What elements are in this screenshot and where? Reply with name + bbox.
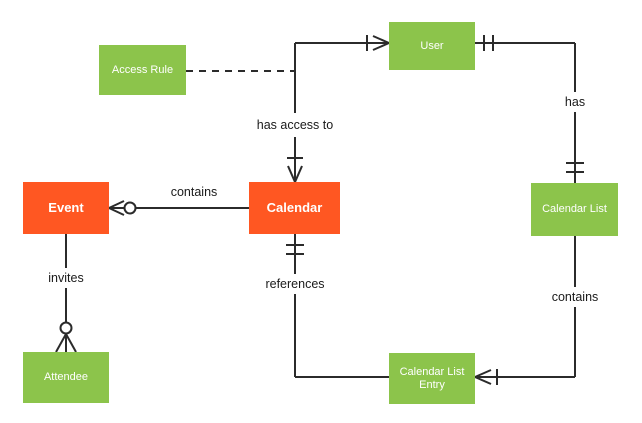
entity-access-rule[interactable]: Access Rule: [99, 45, 186, 95]
entity-calendar-list-entry[interactable]: Calendar List Entry: [389, 353, 475, 404]
entity-calendar[interactable]: Calendar: [249, 182, 340, 234]
edge-label-invites: invites: [45, 271, 87, 285]
entity-calendar-label: Calendar: [266, 199, 323, 215]
entity-event-label: Event: [48, 199, 84, 215]
entity-user[interactable]: User: [389, 22, 475, 70]
entity-attendee[interactable]: Attendee: [23, 352, 109, 403]
edge-label-contains-calendar-list: contains: [548, 290, 602, 304]
connector-calendar-references-entry: [286, 234, 389, 378]
entity-calendar-list[interactable]: Calendar List: [531, 183, 618, 236]
edge-label-has-access-to: has access to: [253, 118, 337, 132]
connector-event-contains-calendar: [108, 200, 249, 216]
connector-event-invites-attendee: [55, 234, 77, 353]
edge-label-contains-event-calendar: contains: [167, 185, 221, 199]
entity-access-rule-label: Access Rule: [111, 63, 174, 76]
connector-calendar-has-access-to-user: [287, 35, 390, 183]
edge-label-has: has: [561, 95, 589, 109]
entity-calendar-list-entry-label: Calendar List Entry: [399, 365, 465, 391]
entity-event[interactable]: Event: [23, 182, 109, 234]
edge-label-references: references: [262, 277, 328, 291]
entity-user-label: User: [420, 39, 444, 52]
entity-attendee-label: Attendee: [43, 371, 89, 384]
entity-calendar-list-label: Calendar List: [542, 203, 607, 216]
connector-calendar-list-contains-entry: [474, 236, 576, 385]
connector-user-has-calendar-list: [475, 35, 584, 183]
